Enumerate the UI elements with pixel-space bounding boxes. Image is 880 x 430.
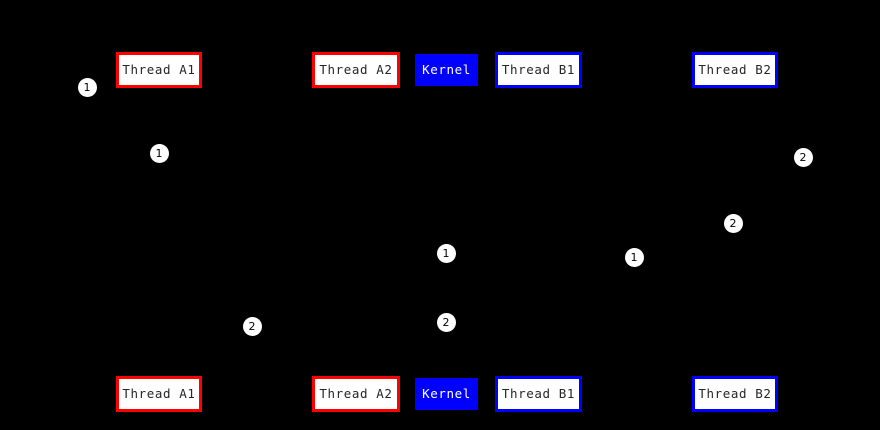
- participant-label: Thread A1: [122, 385, 196, 401]
- message-arrow: [159, 153, 356, 154]
- participant-label: Thread B2: [698, 61, 772, 77]
- lifeline-thread-b1: [538, 88, 539, 376]
- sequence-badge[interactable]: 2: [436, 312, 456, 332]
- participant-box-kernel-top[interactable]: Kernel: [415, 54, 478, 86]
- participant-label: Kernel: [422, 61, 471, 77]
- sequence-badge[interactable]: 1: [624, 247, 644, 267]
- participant-label: Thread A2: [319, 385, 393, 401]
- participant-box-thread-a2-top[interactable]: Thread A2: [312, 52, 400, 88]
- sequence-badge[interactable]: 2: [242, 316, 262, 336]
- participant-label: Kernel: [422, 385, 471, 401]
- sequence-badge[interactable]: 1: [149, 143, 169, 163]
- sequence-badge[interactable]: 2: [723, 213, 743, 233]
- participant-box-thread-a2-bottom[interactable]: Thread A2: [312, 376, 400, 412]
- message-arrow: [356, 322, 446, 323]
- participant-box-thread-a1-top[interactable]: Thread A1: [116, 52, 202, 88]
- participant-label: Thread A2: [319, 61, 393, 77]
- lifeline-thread-a2: [356, 88, 357, 376]
- participant-box-thread-b1-top[interactable]: Thread B1: [495, 52, 582, 88]
- sequence-badge[interactable]: 1: [77, 77, 97, 97]
- participant-label: Thread B2: [698, 385, 772, 401]
- message-arrow: [538, 157, 735, 158]
- participant-label: Thread B1: [501, 385, 576, 401]
- lifeline-thread-a1: [159, 88, 160, 376]
- lifeline-kernel: [446, 86, 447, 378]
- participant-box-kernel-bottom[interactable]: Kernel: [415, 378, 478, 410]
- sequence-badge[interactable]: 1: [436, 243, 456, 263]
- sequence-badge[interactable]: 2: [793, 147, 813, 167]
- participant-label: Thread A1: [122, 61, 196, 77]
- participant-box-thread-b1-bottom[interactable]: Thread B1: [495, 376, 582, 412]
- message-arrow: [538, 223, 735, 224]
- participant-box-thread-b2-top[interactable]: Thread B2: [692, 52, 778, 88]
- participant-label: Thread B1: [501, 61, 576, 77]
- message-arrow: [446, 253, 538, 254]
- participant-box-thread-a1-bottom[interactable]: Thread A1: [116, 376, 202, 412]
- participant-box-thread-b2-bottom[interactable]: Thread B2: [692, 376, 778, 412]
